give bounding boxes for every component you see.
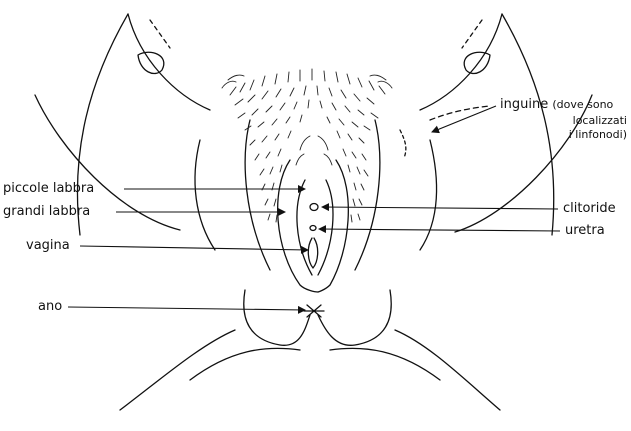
gluteal-fold-right bbox=[330, 348, 440, 380]
leader-clitoride bbox=[322, 207, 558, 209]
urethra-shape bbox=[310, 226, 316, 231]
label-inguine-note-1: (dove sono bbox=[552, 98, 613, 111]
left-thigh-outline bbox=[77, 14, 128, 235]
left-fold bbox=[245, 120, 270, 270]
right-knee bbox=[464, 52, 490, 73]
right-fold bbox=[355, 120, 380, 270]
right-inner-thigh bbox=[420, 140, 437, 250]
leader-uretra bbox=[319, 229, 560, 231]
gluteal-fold-left bbox=[190, 348, 300, 380]
inguine-dashed-line bbox=[430, 106, 490, 120]
leader-vagina bbox=[80, 246, 308, 250]
lower-right-curve bbox=[395, 330, 500, 410]
right-hip-line bbox=[420, 14, 502, 110]
anus-shape bbox=[304, 305, 324, 317]
label-inguine-note-3: i linfonodi) bbox=[569, 127, 627, 142]
label-piccole-labbra: piccole labbra bbox=[3, 181, 94, 196]
labia-minora-right bbox=[318, 180, 333, 275]
label-uretra: uretra bbox=[565, 223, 605, 238]
left-buttock bbox=[244, 290, 310, 345]
lower-left-curve bbox=[120, 330, 235, 410]
left-inner-thigh bbox=[195, 140, 215, 250]
label-grandi-labbra: grandi labbra bbox=[3, 204, 90, 219]
inguine-mark bbox=[400, 130, 406, 158]
vaginal-opening bbox=[308, 238, 317, 268]
label-inguine-group: inguine (dove sono bbox=[500, 97, 613, 112]
label-inguine: inguine bbox=[500, 97, 548, 112]
leader-ano bbox=[68, 307, 305, 310]
label-clitoride: clitoride bbox=[563, 201, 616, 216]
left-dashed-line bbox=[150, 20, 170, 48]
clitoris-shape bbox=[310, 204, 318, 211]
label-ano: ano bbox=[38, 299, 62, 314]
label-vagina: vagina bbox=[26, 238, 70, 253]
label-inguine-note-2: localizzati bbox=[573, 113, 627, 128]
right-dashed-line bbox=[462, 20, 482, 48]
labia-majora-outer-right bbox=[318, 160, 348, 292]
right-buttock bbox=[318, 290, 391, 345]
